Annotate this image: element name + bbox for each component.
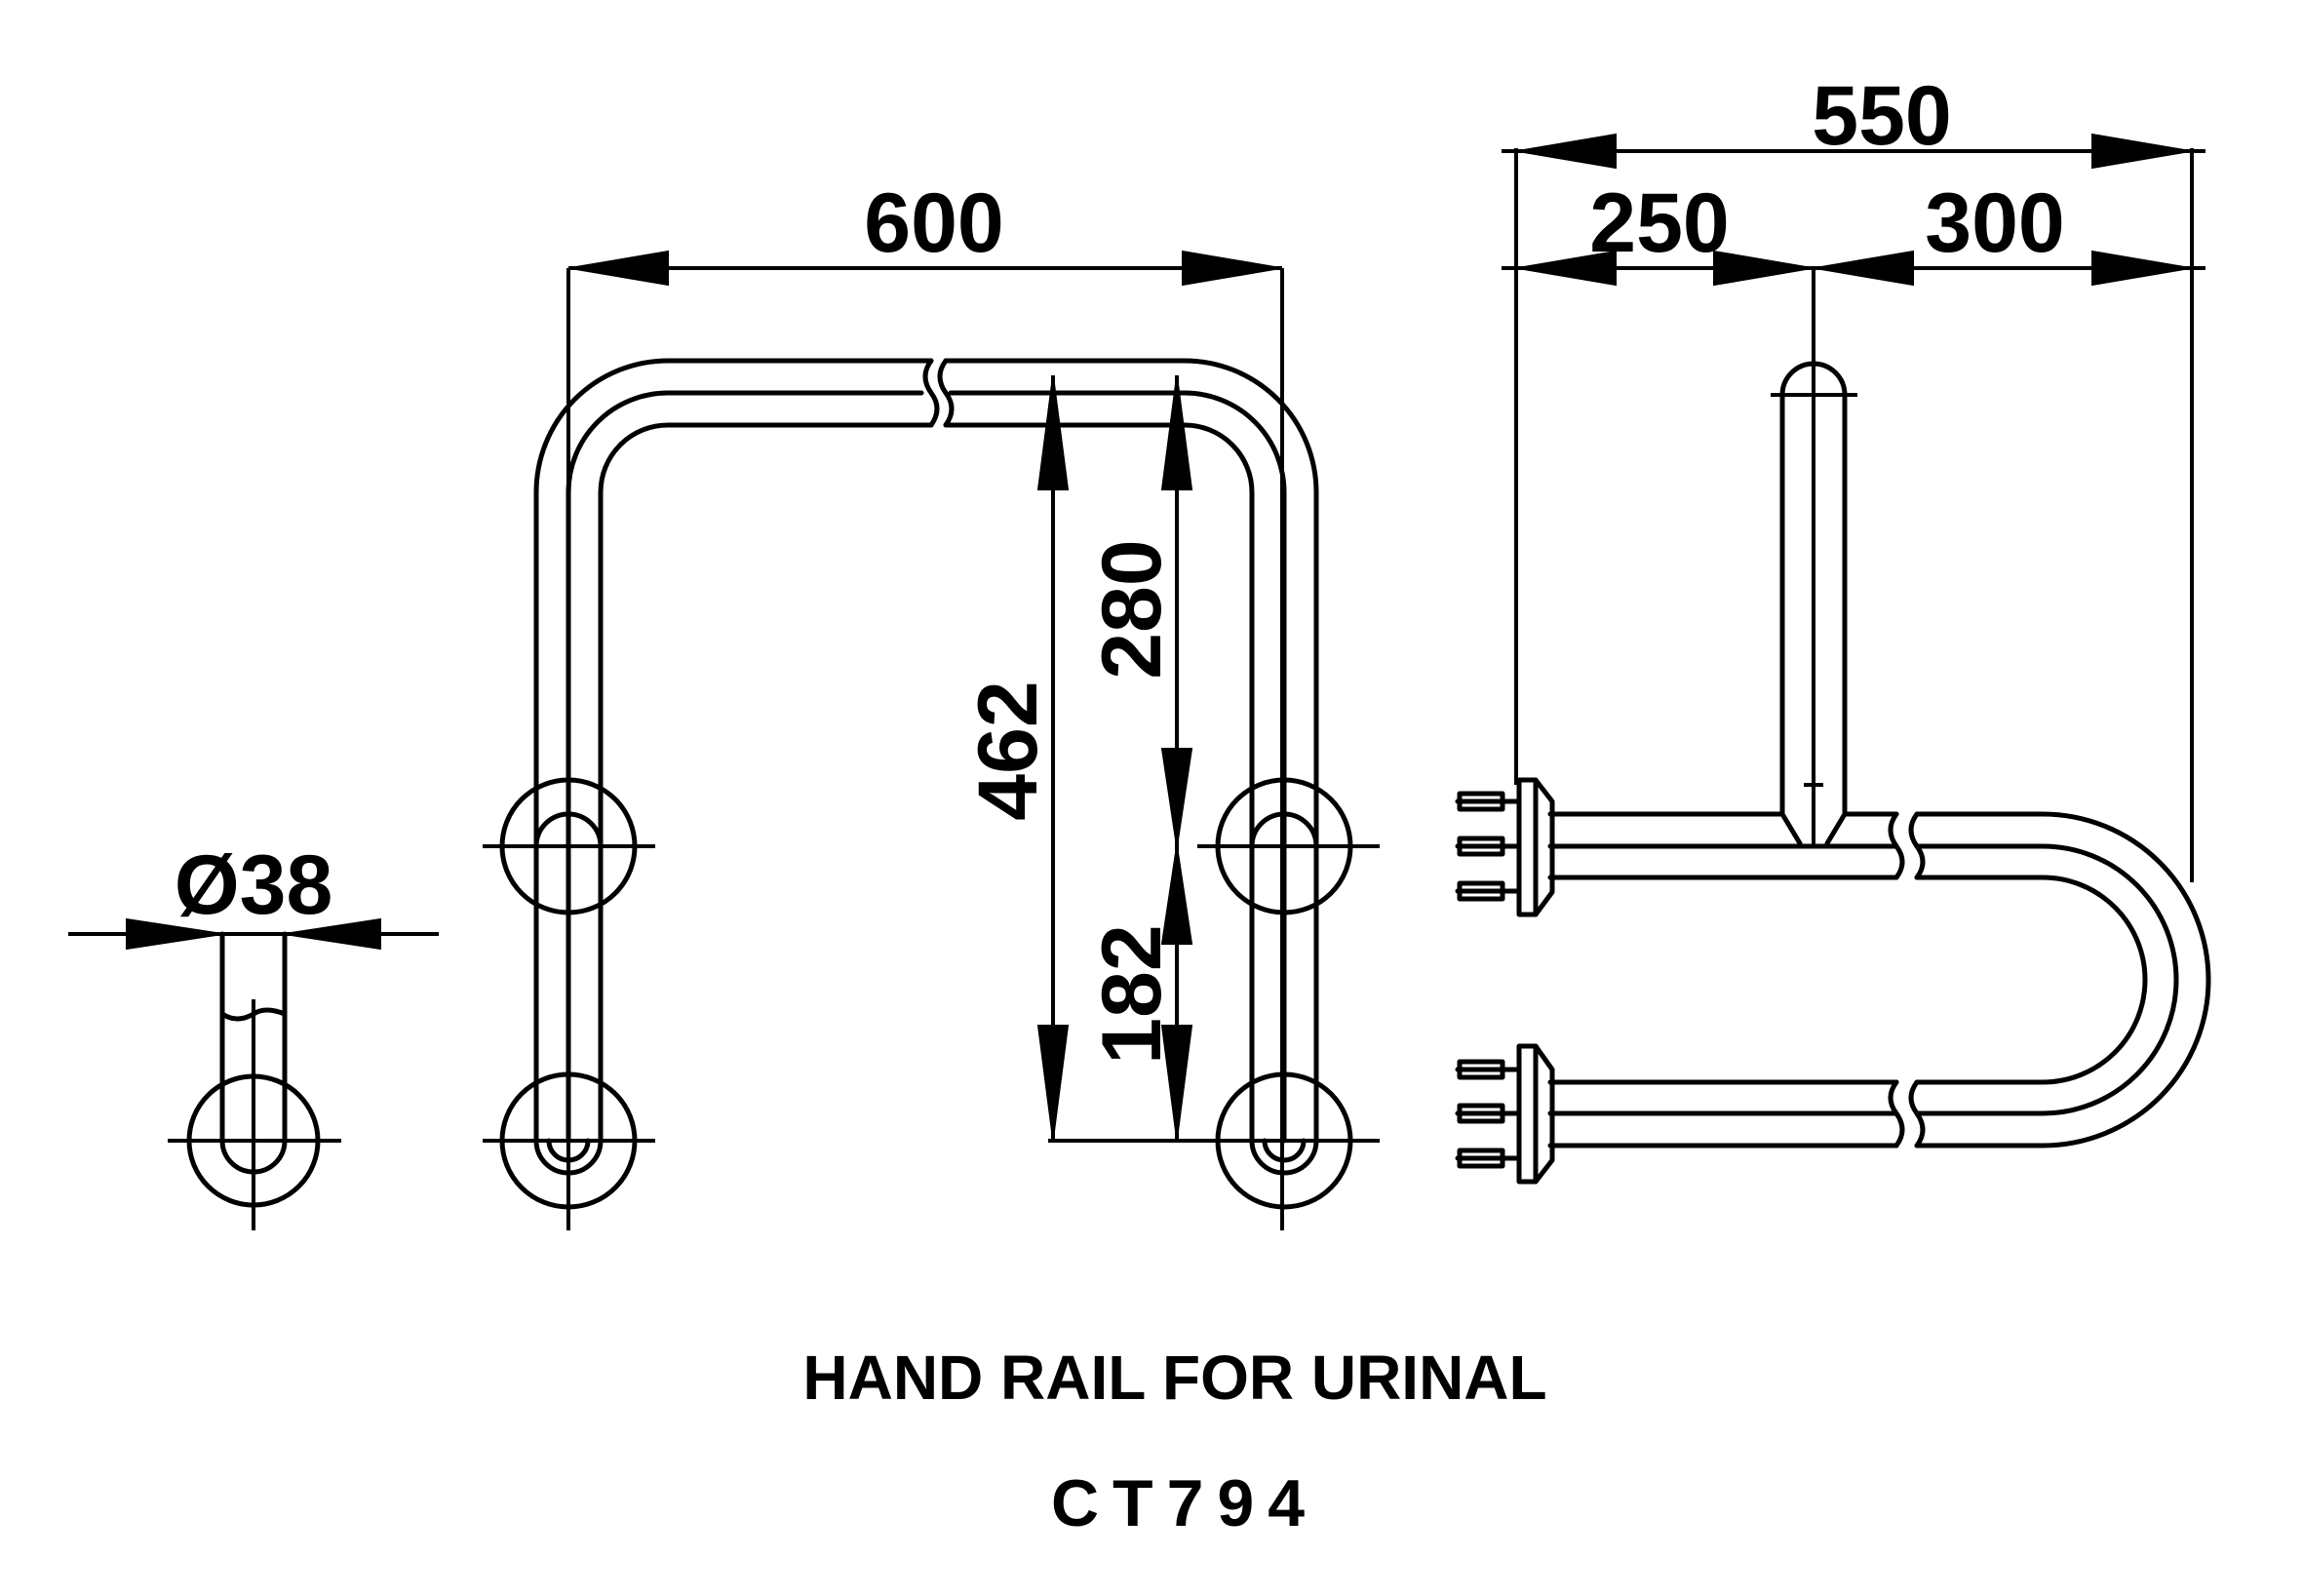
drawing-title: HAND RAIL FOR URINAL: [802, 1343, 1546, 1413]
side-view: 550 250 300: [1455, 69, 2211, 1185]
tube-section-view: Ø38: [68, 838, 439, 1230]
front-view: 600 462: [483, 176, 1380, 1230]
front-width-label: 600: [864, 176, 1004, 270]
total-depth-label: 550: [1812, 69, 1952, 163]
depth-b-label: 300: [1925, 176, 2065, 270]
diameter-label: Ø38: [175, 838, 333, 932]
depth-a-label: 250: [1589, 176, 1730, 270]
total-height-label: 462: [961, 681, 1055, 821]
lower-height-label: 182: [1085, 924, 1179, 1065]
upper-height-label: 280: [1085, 539, 1179, 680]
model-number: CT794: [1051, 1466, 1318, 1540]
